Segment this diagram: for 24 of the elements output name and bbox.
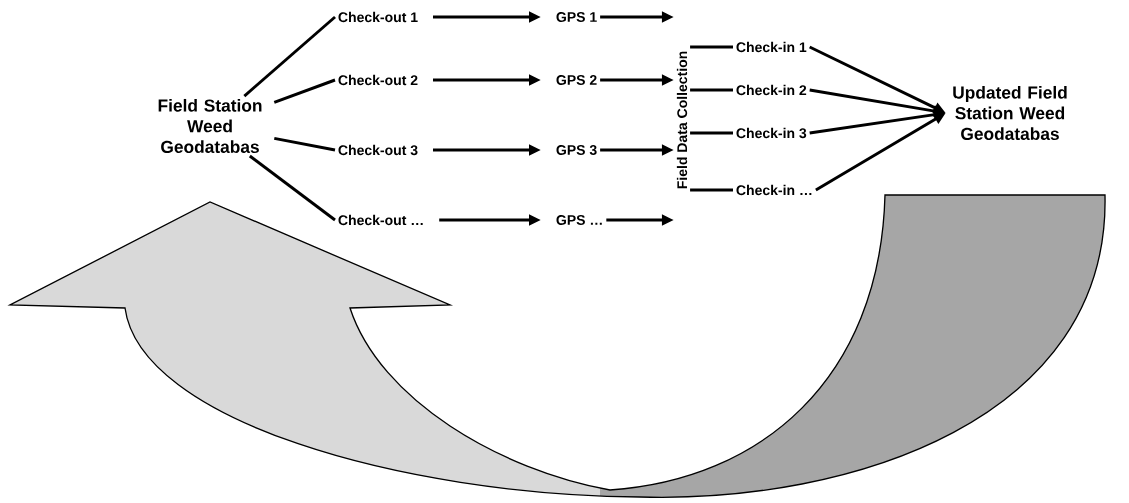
step-label: Check-in 1 [736, 41, 807, 53]
step-label: Check-out 1 [338, 11, 418, 23]
step-label: Check-out 2 [338, 74, 418, 86]
step-label: GPS 2 [556, 75, 597, 85]
connector-line [243, 15, 336, 98]
connector-line [690, 188, 733, 192]
database-label: Field Station Weed Geodatabas [158, 98, 262, 153]
step-label: Check-out … [338, 214, 423, 226]
connector-line [690, 131, 733, 135]
step-label: GPS 3 [556, 145, 597, 155]
step-label: Check-out 3 [338, 144, 418, 156]
step-label: Check-in 3 [736, 127, 807, 139]
stage-label: Field Data Collection [676, 51, 688, 189]
step-label: GPS … [556, 215, 602, 225]
database-label: Updated Field Station Weed Geodatabas [953, 85, 1067, 140]
connector-line [248, 154, 336, 222]
connector-line [274, 136, 336, 152]
step-label: Check-in … [736, 184, 812, 196]
u-turn-arrow [9, 194, 1106, 498]
step-label: Check-in 2 [736, 84, 807, 96]
connector-line [690, 45, 733, 49]
connector-line [273, 78, 336, 104]
step-label: GPS 1 [556, 12, 597, 22]
connector-line [690, 88, 733, 92]
